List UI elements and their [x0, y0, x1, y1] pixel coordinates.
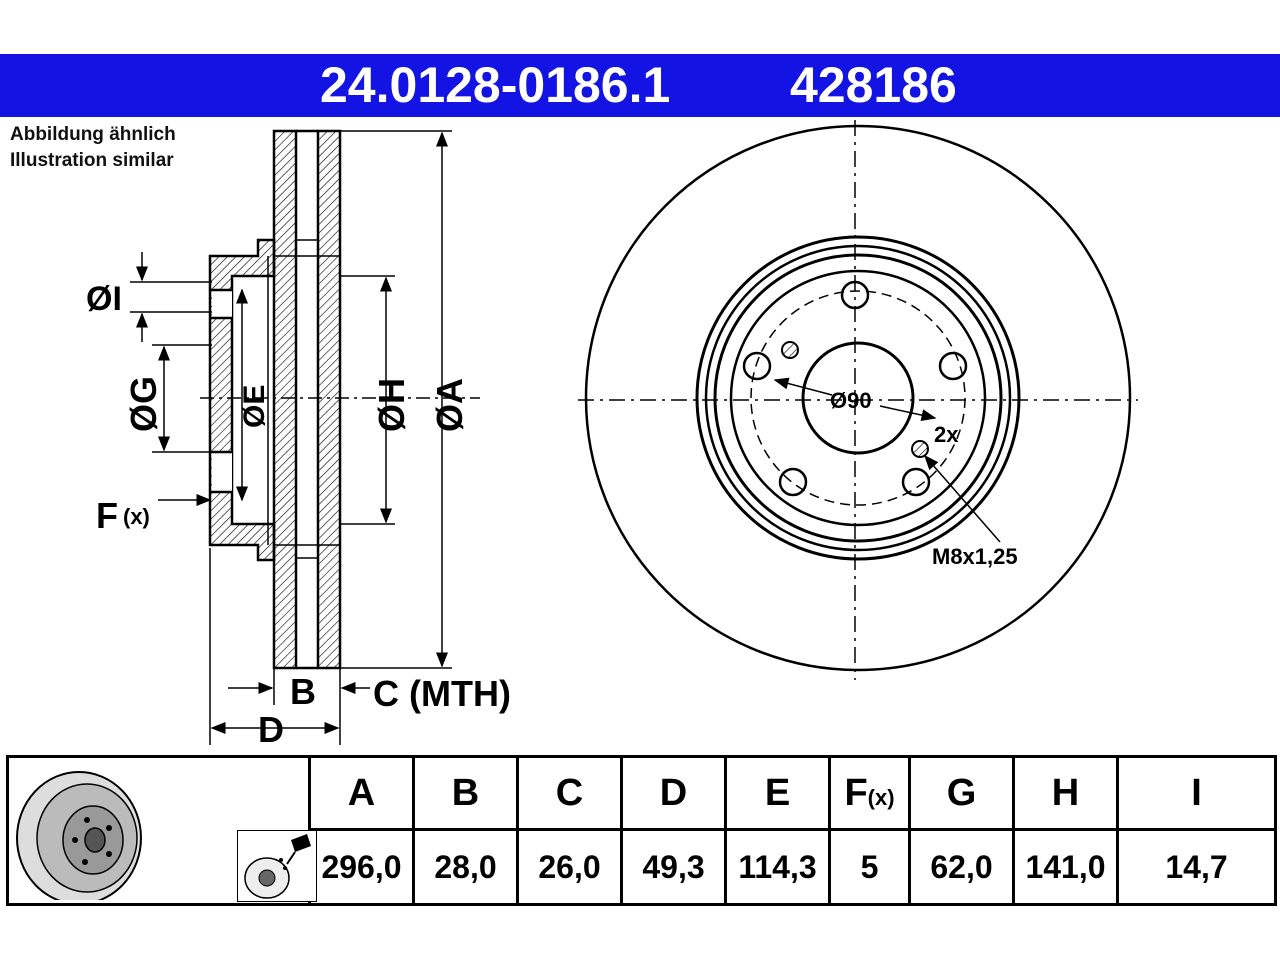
bolt-hole — [778, 467, 808, 497]
threaded-hole — [781, 341, 799, 359]
label-dia-E: ØE — [238, 385, 271, 428]
label-dia-G: ØG — [123, 376, 164, 432]
dim-G — [152, 344, 212, 453]
header-A: A — [308, 755, 415, 831]
illustration-note-en: Illustration similar — [10, 150, 174, 171]
title-bar: 24.0128-0186.1 428186 — [0, 54, 1280, 117]
label-dia-H: ØH — [371, 378, 412, 432]
label-center-bore: Ø90 — [830, 388, 872, 413]
spec-table: A B C D E F(x) G H I 296,0 28,0 26,0 49,… — [6, 755, 1277, 906]
cross-section-view — [208, 129, 342, 670]
bolt-hole — [901, 467, 931, 497]
bolt-circle — [750, 290, 966, 506]
center-bore — [801, 341, 915, 455]
label-D: D — [258, 709, 284, 750]
label-dia-I: ØI — [86, 280, 122, 318]
bolt-hole — [938, 351, 968, 381]
threaded-hole — [911, 440, 929, 458]
header-B: B — [412, 755, 519, 831]
label-F-sub: (x) — [123, 504, 150, 529]
inner-friction-ring — [272, 129, 298, 670]
dim-I — [130, 252, 212, 342]
header-F-sub: (x) — [867, 784, 895, 810]
value-E: 114,3 — [724, 828, 831, 906]
label-F: F — [96, 495, 118, 536]
header-C: C — [516, 755, 623, 831]
face-view — [578, 120, 1138, 680]
label-count: 2x — [934, 422, 959, 447]
label-dia-A: ØA — [429, 378, 470, 432]
hat-ring-outer — [695, 235, 1021, 561]
value-D: 49,3 — [620, 828, 727, 906]
value-F: 5 — [828, 828, 911, 906]
header-I: I — [1116, 755, 1277, 831]
value-I: 14,7 — [1116, 828, 1277, 906]
value-G: 62,0 — [908, 828, 1015, 906]
part-number: 24.0128-0186.1 — [320, 57, 671, 113]
disc-thumbnail-icon — [16, 771, 142, 900]
dim-B-C-D — [209, 548, 370, 745]
header-F-main: F — [844, 771, 868, 814]
header-E: E — [724, 755, 831, 831]
header-H: H — [1012, 755, 1119, 831]
illustration-note-de: Abbildung ähnlich — [10, 124, 176, 145]
header-D: D — [620, 755, 727, 831]
bolt-hole — [840, 280, 870, 310]
outer-edge — [584, 124, 1132, 672]
dim-H — [340, 275, 395, 525]
grease-warning-icon — [237, 830, 317, 902]
bolt-hole — [742, 351, 772, 381]
label-thread: M8x1,25 — [932, 544, 1018, 569]
header-G: G — [908, 755, 1015, 831]
outer-friction-ring — [316, 129, 342, 670]
value-B: 28,0 — [412, 828, 519, 906]
value-A: 296,0 — [308, 828, 415, 906]
thumbnail-cell — [6, 755, 317, 906]
label-C: C (MTH) — [373, 673, 511, 714]
value-H: 141,0 — [1012, 828, 1119, 906]
dim-A — [340, 130, 452, 669]
header-F: F(x) — [828, 755, 911, 831]
value-C: 26,0 — [516, 828, 623, 906]
label-B: B — [290, 671, 316, 712]
reference-number: 428186 — [790, 57, 957, 113]
